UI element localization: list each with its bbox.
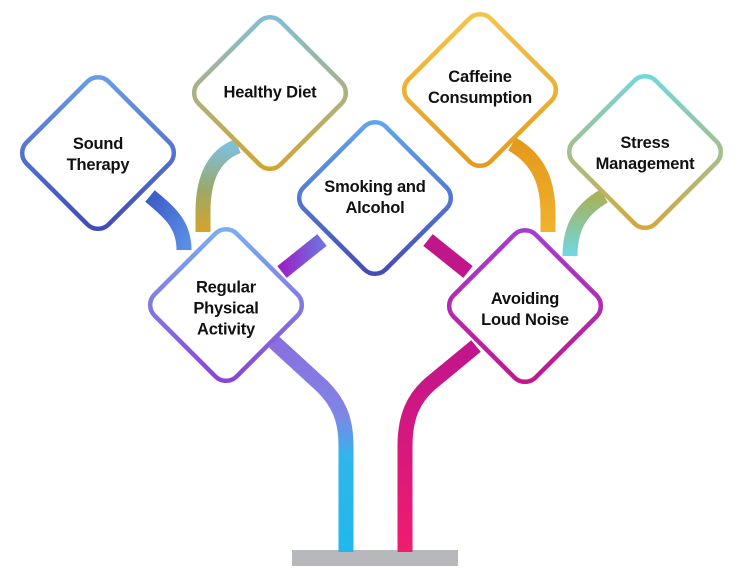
branch-stress-management <box>562 189 608 257</box>
branch-smoking-right <box>423 234 473 278</box>
diamond-stress-management[interactable] <box>563 70 727 234</box>
stem-avoiding-noise <box>397 340 481 552</box>
label-caffeine-consumption: Caffeine Consumption <box>427 68 533 107</box>
label-stress-management: Stress Management <box>595 134 695 173</box>
diamond-avoiding-loud-noise[interactable] <box>443 224 607 388</box>
diamond-regular-physical-activity[interactable] <box>144 223 308 387</box>
label-smoking-and-alcohol: Smoking and Alcohol <box>324 178 426 217</box>
diamond-sound-therapy[interactable] <box>16 71 180 235</box>
branch-smoking-left <box>277 234 327 278</box>
diamond-nodes <box>16 8 727 388</box>
label-regular-physical-activity: Regular Physical Activity <box>193 278 259 339</box>
label-healthy-diet: Healthy Diet <box>223 83 317 102</box>
diamond-healthy-diet[interactable] <box>188 11 352 175</box>
label-avoiding-loud-noise: Avoiding Loud Noise <box>481 290 569 329</box>
stem-regular-activity <box>268 336 354 552</box>
tree-base <box>292 550 458 566</box>
diamond-caffeine-consumption[interactable] <box>398 8 562 172</box>
branches <box>145 137 608 552</box>
label-sound-therapy: Sound Therapy <box>66 135 130 174</box>
branch-healthy-diet <box>195 139 242 232</box>
diamond-smoking-and-alcohol[interactable] <box>293 116 457 280</box>
branch-sound-therapy <box>145 190 192 251</box>
branch-caffeine <box>508 137 556 232</box>
